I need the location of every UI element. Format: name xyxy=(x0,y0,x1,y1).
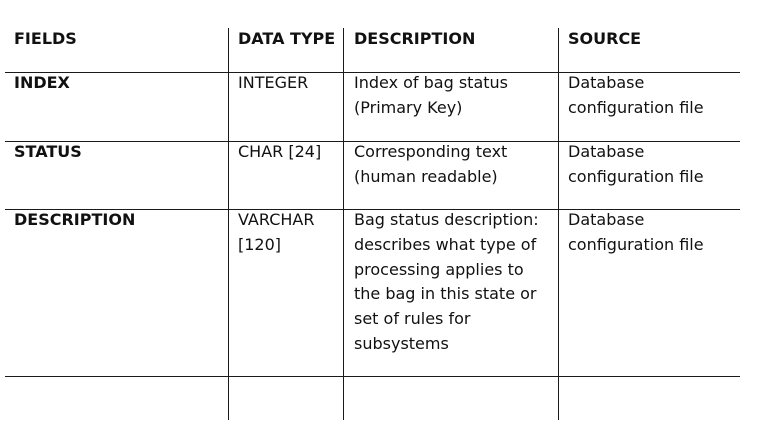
description-line: Bag status description: xyxy=(354,210,539,229)
source-line: configuration file xyxy=(568,166,704,186)
source-line: configuration file xyxy=(568,234,704,254)
row-divider xyxy=(5,209,740,210)
row-status-data-type: CHAR [24] xyxy=(238,140,321,165)
row-index-data-type: INTEGER xyxy=(238,71,308,96)
row-description-data-type: VARCHAR [120] xyxy=(238,208,314,258)
data-dictionary-table: FIELDS DATA TYPE DESCRIPTION SOURCE INDE… xyxy=(5,28,740,420)
source-line: configuration file xyxy=(568,97,704,117)
row-divider xyxy=(5,72,740,73)
header-fields: FIELDS xyxy=(14,29,77,48)
row-index-description: Index of bag status (Primary Key) xyxy=(354,71,508,121)
row-divider xyxy=(5,141,740,142)
description-line: processing applies to xyxy=(354,259,524,279)
source-line: Database xyxy=(568,73,645,92)
data-type-line: [120] xyxy=(238,234,282,254)
header-source: SOURCE xyxy=(568,29,642,48)
column-divider xyxy=(343,28,344,420)
row-index-field: INDEX xyxy=(14,73,70,92)
description-line: Index of bag status xyxy=(354,73,509,92)
description-line: describes what type of xyxy=(354,234,537,254)
column-divider xyxy=(558,28,559,420)
row-status-description: Corresponding text (human readable) xyxy=(354,140,507,190)
row-status-field: STATUS xyxy=(14,142,82,161)
description-line: (Primary Key) xyxy=(354,97,463,117)
description-line: set of rules for xyxy=(354,309,471,329)
source-line: Database xyxy=(568,210,645,229)
description-line: (human readable) xyxy=(354,166,498,186)
row-divider xyxy=(5,376,740,377)
row-description-description: Bag status description: describes what t… xyxy=(354,208,539,357)
source-line: Database xyxy=(568,142,645,161)
description-line: the bag in this state or xyxy=(354,284,537,304)
row-status-source: Database configuration file xyxy=(568,140,704,190)
data-type-line: VARCHAR xyxy=(238,210,315,229)
description-line: Corresponding text xyxy=(354,142,508,161)
header-description: DESCRIPTION xyxy=(354,29,476,48)
column-divider xyxy=(228,28,229,420)
data-type-line: CHAR [24] xyxy=(238,142,322,161)
row-description-field: DESCRIPTION xyxy=(14,210,136,229)
empty-row xyxy=(5,377,740,420)
header-data-type: DATA TYPE xyxy=(238,29,336,48)
description-line: subsystems xyxy=(354,333,449,353)
row-description-source: Database configuration file xyxy=(568,208,704,258)
data-type-line: INTEGER xyxy=(238,73,309,92)
row-index-source: Database configuration file xyxy=(568,71,704,121)
